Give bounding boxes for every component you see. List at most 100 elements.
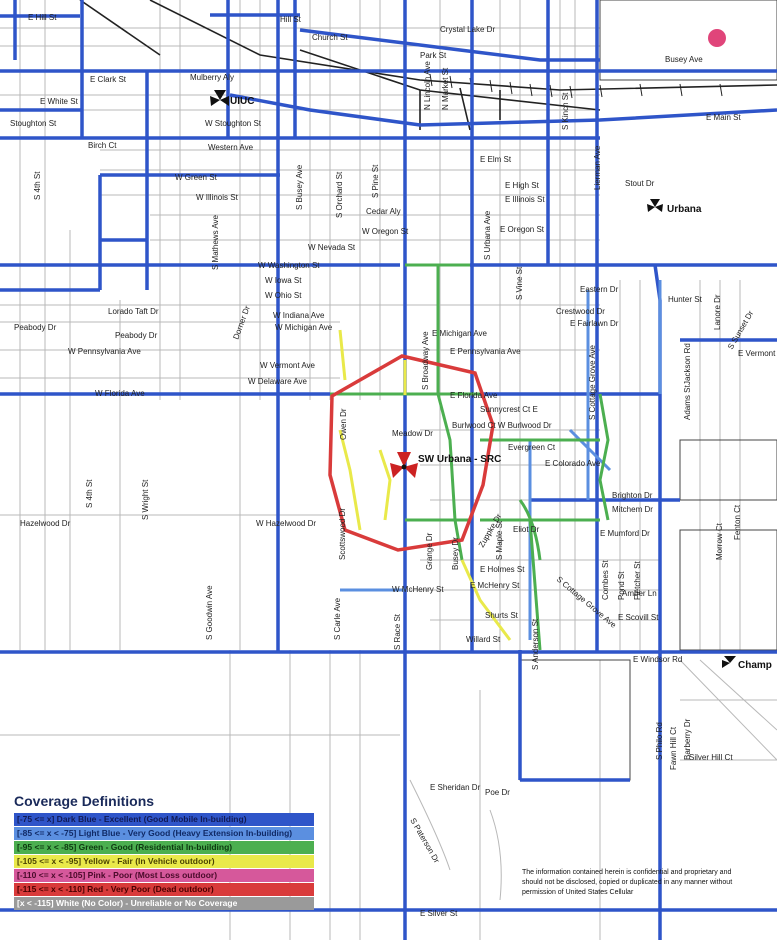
svg-text:E Illinois St: E Illinois St xyxy=(505,195,545,204)
svg-text:S Anderson St: S Anderson St xyxy=(531,618,540,670)
svg-text:W Ohio St: W Ohio St xyxy=(265,291,302,300)
svg-text:E McHenry St: E McHenry St xyxy=(470,581,520,590)
svg-text:Mulberry Aly: Mulberry Aly xyxy=(190,73,234,82)
svg-text:Sunnycrest Ct E: Sunnycrest Ct E xyxy=(480,405,538,414)
svg-text:E Hill St: E Hill St xyxy=(28,13,57,22)
svg-text:Stout Dr: Stout Dr xyxy=(625,179,655,188)
confidentiality-disclaimer: The information contained herein is conf… xyxy=(522,869,733,896)
svg-text:S Mathews Ave: S Mathews Ave xyxy=(211,214,220,270)
svg-text:Church St: Church St xyxy=(312,33,348,42)
site-marker-uiuc-icon[interactable] xyxy=(210,90,229,106)
svg-text:W Washington St: W Washington St xyxy=(258,261,320,270)
svg-text:W Iowa St: W Iowa St xyxy=(265,276,302,285)
svg-text:Jackson Rd: Jackson Rd xyxy=(683,343,692,385)
svg-text:S Pine St: S Pine St xyxy=(371,164,380,198)
svg-text:Shurts St: Shurts St xyxy=(485,611,519,620)
legend-row: [-105 <= x < -95] Yellow - Fair (In Vehi… xyxy=(14,855,314,868)
svg-text:S Vine St: S Vine St xyxy=(515,266,524,300)
svg-text:N Lincoln Ave: N Lincoln Ave xyxy=(423,61,432,110)
svg-text:Scottswood Dr: Scottswood Dr xyxy=(338,508,347,560)
svg-text:S Busey Ave: S Busey Ave xyxy=(295,164,304,210)
svg-text:E White St: E White St xyxy=(40,97,79,106)
svg-text:Grange Dr: Grange Dr xyxy=(425,532,434,570)
svg-text:N Market St: N Market St xyxy=(441,67,450,110)
svg-text:Busey Ave: Busey Ave xyxy=(665,55,703,64)
svg-text:Park St: Park St xyxy=(420,51,447,60)
railroad xyxy=(79,0,777,131)
svg-text:E Sheridan Dr: E Sheridan Dr xyxy=(430,783,481,792)
svg-text:Adams St: Adams St xyxy=(683,385,692,420)
site-coverage-ring xyxy=(328,354,495,552)
svg-text:S 4th St: S 4th St xyxy=(85,479,94,508)
svg-text:Lierman Ave: Lierman Ave xyxy=(593,145,602,190)
svg-text:E Florida Ave: E Florida Ave xyxy=(450,391,498,400)
svg-text:Barberry Dr: Barberry Dr xyxy=(683,718,692,760)
svg-text:W Indiana Ave: W Indiana Ave xyxy=(273,311,325,320)
svg-text:Owen Dr: Owen Dr xyxy=(339,408,348,440)
svg-text:S Broadway Ave: S Broadway Ave xyxy=(421,331,430,390)
svg-text:Hazelwood Dr: Hazelwood Dr xyxy=(20,519,71,528)
svg-text:S Orchard St: S Orchard St xyxy=(335,171,344,218)
svg-text:Busey Dr: Busey Dr xyxy=(451,537,460,570)
svg-text:Pond St: Pond St xyxy=(617,571,626,600)
svg-text:W Florida Ave: W Florida Ave xyxy=(95,389,145,398)
site-label-uiuc: UIUC xyxy=(230,96,254,107)
svg-text:Crystal Lake Dr: Crystal Lake Dr xyxy=(440,25,495,34)
svg-text:Poe Dr: Poe Dr xyxy=(485,788,510,797)
svg-text:E Colorado Ave: E Colorado Ave xyxy=(545,459,601,468)
svg-text:E Clark St: E Clark St xyxy=(90,75,127,84)
legend-row: [x < -115] White (No Color) - Unreliable… xyxy=(14,897,314,910)
svg-text:Evergreen Ct: Evergreen Ct xyxy=(508,443,556,452)
legend-row: [-95 <= x < -85] Green - Good (Residenti… xyxy=(14,841,314,854)
svg-text:E Pennsylvania Ave: E Pennsylvania Ave xyxy=(450,347,521,356)
coverage-yellow xyxy=(338,329,512,641)
svg-text:Lanore Dr: Lanore Dr xyxy=(713,294,722,330)
svg-text:Hunter St: Hunter St xyxy=(668,295,703,304)
svg-text:Brighton Dr: Brighton Dr xyxy=(612,491,653,500)
svg-text:Amber Ln: Amber Ln xyxy=(622,589,657,598)
location-pin-icon[interactable] xyxy=(708,29,726,47)
legend-row: [-85 <= x < -75] Light Blue - Very Good … xyxy=(14,827,314,840)
svg-text:Mitchem Dr: Mitchem Dr xyxy=(612,505,653,514)
legend-rows: [-75 <= x] Dark Blue - Excellent (Good M… xyxy=(14,813,314,910)
svg-text:Lorado Taft Dr: Lorado Taft Dr xyxy=(108,307,159,316)
svg-text:E Oregon St: E Oregon St xyxy=(500,225,545,234)
site-label-urbana: Urbana xyxy=(667,204,702,215)
svg-text:Birch Ct: Birch Ct xyxy=(88,141,117,150)
site-marker-src-icon[interactable] xyxy=(390,452,418,478)
svg-text:S Paterson Dr: S Paterson Dr xyxy=(408,817,441,865)
svg-text:Eastern Dr: Eastern Dr xyxy=(580,285,619,294)
railroad-ties xyxy=(429,73,723,99)
site-marker-champaign-icon[interactable] xyxy=(722,656,736,668)
svg-text:E Holmes St: E Holmes St xyxy=(480,565,525,574)
svg-text:W Hazelwood Dr: W Hazelwood Dr xyxy=(256,519,316,528)
svg-text:E High St: E High St xyxy=(505,181,540,190)
svg-text:E Michigan Ave: E Michigan Ave xyxy=(432,329,488,338)
svg-text:W Delaware Ave: W Delaware Ave xyxy=(248,377,308,386)
legend-title: Coverage Definitions xyxy=(14,793,155,809)
svg-text:E Silver St: E Silver St xyxy=(420,909,458,918)
svg-text:E Windsor Rd: E Windsor Rd xyxy=(633,655,682,664)
svg-text:S Race St: S Race St xyxy=(393,613,402,650)
legend-row: [-110 <= x < -105] Pink - Poor (Most Los… xyxy=(14,869,314,882)
svg-text:Meadow Dr: Meadow Dr xyxy=(392,429,433,438)
street-labels-vertical: S 4th St S 4th St S Wright St S Goodwin … xyxy=(33,61,755,865)
site-label-champaign: Champ xyxy=(738,660,772,671)
svg-text:W Illinois St: W Illinois St xyxy=(196,193,239,202)
svg-text:S Philo Rd: S Philo Rd xyxy=(655,722,664,760)
svg-text:W Vermont Ave: W Vermont Ave xyxy=(260,361,316,370)
svg-text:E Main St: E Main St xyxy=(706,113,741,122)
coverage-light-blue xyxy=(340,280,662,640)
svg-text:W Stoughton St: W Stoughton St xyxy=(205,119,262,128)
svg-text:Burlwood Ct W Burlwood Dr: Burlwood Ct W Burlwood Dr xyxy=(452,421,552,430)
site-marker-urbana-icon[interactable] xyxy=(647,199,663,212)
coverage-legend: Coverage Definitions [-75 <= x] Dark Blu… xyxy=(14,793,314,911)
svg-text:Fawn Hill Ct: Fawn Hill Ct xyxy=(669,726,678,770)
svg-text:E Scovill St: E Scovill St xyxy=(618,613,659,622)
legend-row: [-75 <= x] Dark Blue - Excellent (Good M… xyxy=(14,813,314,826)
svg-text:S Goodwin Ave: S Goodwin Ave xyxy=(205,585,214,640)
svg-text:Peabody Dr: Peabody Dr xyxy=(14,323,57,332)
svg-text:Combes St: Combes St xyxy=(601,560,610,600)
